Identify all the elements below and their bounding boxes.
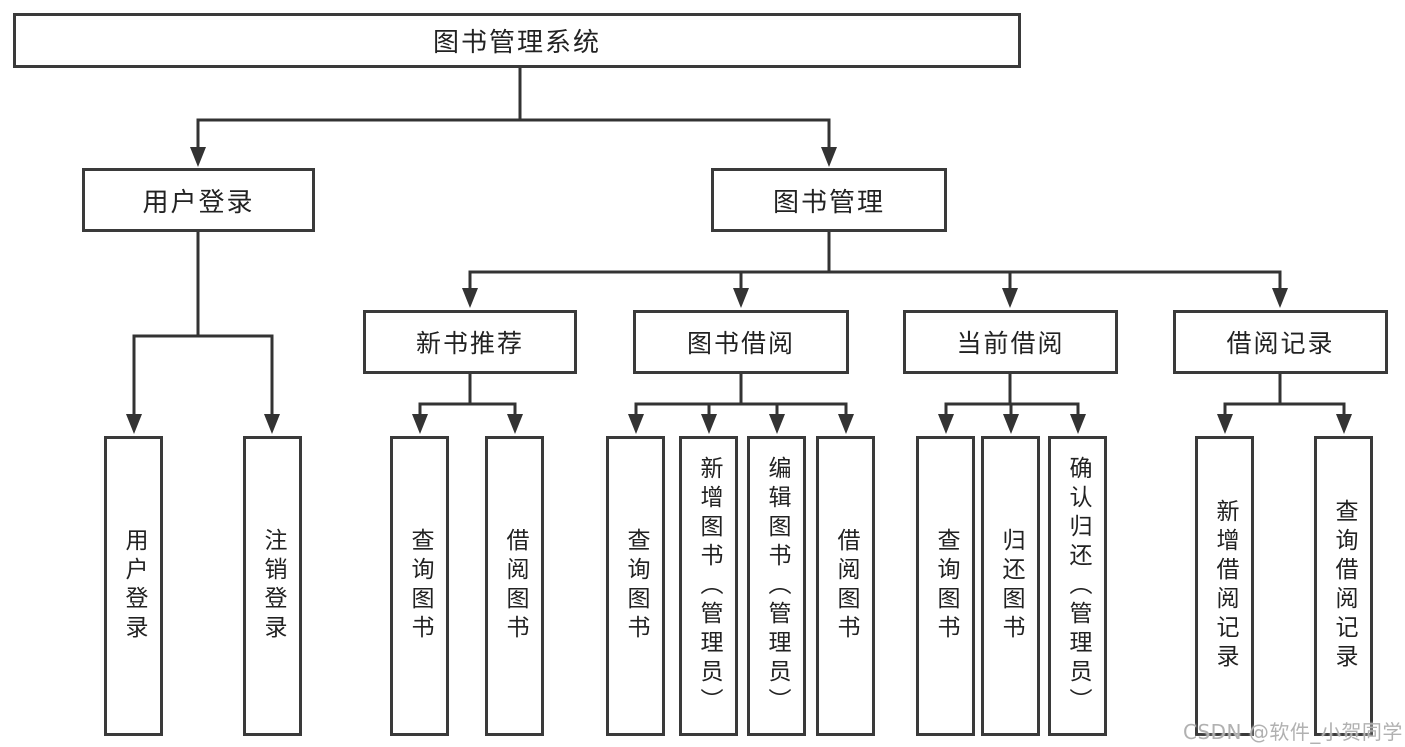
leaf-logout: 注销登录: [243, 436, 302, 736]
leaf-confirm-return-admin: 确认归还（管理员）: [1048, 436, 1107, 736]
leaf-query-books-recommend: 查询图书: [390, 436, 449, 736]
leaf-borrow-books: 借阅图书: [816, 436, 875, 736]
node-current-borrowing: 当前借阅: [903, 310, 1118, 374]
leaf-add-borrow-record: 新增借阅记录: [1195, 436, 1254, 736]
leaf-edit-books-admin: 编辑图书（管理员）: [747, 436, 806, 736]
leaf-query-borrow-record: 查询借阅记录: [1314, 436, 1373, 736]
leaf-add-books-admin: 新增图书（管理员）: [679, 436, 738, 736]
csdn-watermark: CSDN @软件_小贺同学: [1183, 720, 1403, 744]
node-user-login: 用户登录: [82, 168, 315, 232]
leaf-user-login: 用户登录: [104, 436, 163, 736]
node-borrowing-records: 借阅记录: [1173, 310, 1388, 374]
leaf-return-books: 归还图书: [981, 436, 1040, 736]
node-book-management: 图书管理: [711, 168, 947, 232]
node-library-management-system: 图书管理系统: [13, 13, 1021, 68]
node-book-borrowing: 图书借阅: [633, 310, 849, 374]
leaf-query-books-borrowing: 查询图书: [606, 436, 665, 736]
leaf-query-books-current: 查询图书: [916, 436, 975, 736]
node-new-book-recommendation: 新书推荐: [363, 310, 577, 374]
leaf-borrow-books-recommend: 借阅图书: [485, 436, 544, 736]
